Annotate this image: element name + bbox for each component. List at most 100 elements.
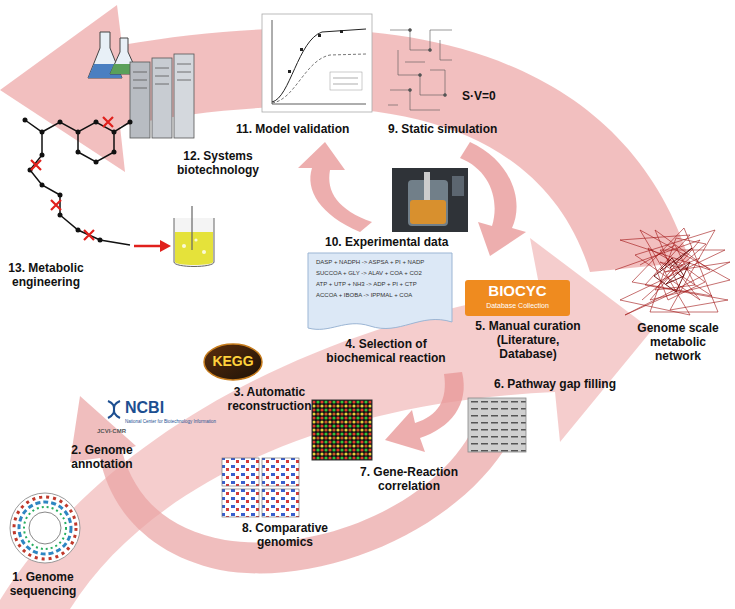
kegg-logo (204, 344, 262, 380)
bioreactor-photo (392, 168, 468, 232)
genome-map-part (24, 507, 66, 549)
genome-map-part (10, 493, 80, 563)
logo-text: NCBI (125, 399, 164, 417)
validation-plot-part (272, 29, 366, 102)
pathway-map-part (390, 90, 440, 110)
ncbi-logo-part (108, 401, 120, 418)
culture-beaker-part (191, 206, 192, 250)
step-label: 3. Automatic reconstruction (222, 386, 317, 414)
validation-plot-part (300, 48, 303, 51)
pathway-map-part (444, 94, 447, 97)
engineered-pathway-part (134, 245, 162, 248)
validation-plot-part (272, 20, 273, 104)
genome-map-part (14, 497, 76, 559)
engineered-pathway (23, 117, 172, 252)
microarray-image (312, 400, 372, 460)
culture-beaker-part (202, 250, 206, 254)
step-label: 8. Comparative genomics (236, 522, 334, 550)
network-graph (615, 228, 730, 315)
step-label: 2. Genome annotation (64, 444, 140, 472)
pathway-map-part (429, 49, 432, 52)
engineered-pathway-part (40, 130, 45, 135)
server-racks-part (130, 62, 150, 138)
reaction-text: DASP + NADPH -> ASPSA + PI + NADP (316, 259, 424, 266)
logo-text: National Center for Biotechnology Inform… (125, 419, 216, 424)
validation-plot-part (272, 54, 366, 103)
server-racks-part (174, 54, 194, 138)
reaction-text: ATP + UTP + NH3 -> ADP + PI + CTP (316, 281, 417, 288)
gel-image (468, 398, 526, 452)
culture-beaker (174, 206, 214, 267)
validation-plot-part (333, 84, 358, 85)
validation-plot-part (330, 72, 362, 90)
validation-plot-part (318, 34, 321, 37)
engineered-pathway-part (58, 213, 63, 218)
validation-plot-part (288, 70, 291, 73)
step-label: 10. Experimental data (325, 236, 448, 250)
logo-text: Database Collection (465, 302, 570, 310)
bioreactor-photo-part (452, 176, 464, 196)
step-label: 11. Model validation (236, 123, 349, 137)
engineered-pathway-part (40, 183, 45, 188)
engineered-pathway-part (160, 240, 171, 252)
step-label: 1. Genome sequencing (4, 571, 82, 599)
loop-arrow (70, 396, 520, 573)
server-racks-part (152, 58, 172, 138)
ncbi-logo (108, 401, 120, 418)
validation-plot-part (333, 78, 358, 79)
gap-arrow (385, 372, 464, 452)
network-graph-part (654, 248, 692, 292)
engineered-pathway-part (76, 130, 81, 135)
engineered-pathway-part (58, 120, 63, 125)
engineered-pathway-part (76, 150, 81, 155)
reaction-document (308, 253, 452, 329)
pathway-map-part (388, 40, 452, 105)
equation-text: S·V=0 (462, 90, 496, 104)
cycle-arrows (0, 5, 690, 609)
engineered-pathway-part (31, 117, 113, 240)
pathway-map-part (409, 29, 412, 32)
validation-arrow (298, 142, 372, 232)
pathway-map-part (398, 50, 445, 95)
pathway-map (388, 29, 452, 111)
network-label: Genome scale metabolic network (626, 322, 730, 363)
network-graph-part (632, 228, 718, 312)
reaction-text: SUCCOA + GLY -> ALAV + COA + CO2 (316, 270, 422, 277)
comparative-genomics-image-part (262, 458, 299, 486)
comparative-genomics-image (222, 458, 299, 517)
step-label: 5. Manual curation (Literature, Database… (468, 320, 588, 361)
engineered-pathway-part (23, 118, 28, 123)
validation-plot-part (262, 14, 372, 112)
top-arrow (0, 5, 690, 272)
bioreactor-photo-part (392, 168, 468, 232)
main-arrow (0, 238, 652, 609)
step-label: 4. Selection of biochemical reaction (316, 338, 456, 366)
server-racks (130, 54, 194, 138)
server-racks-part (133, 64, 191, 88)
logo-text: KEGG (208, 353, 258, 369)
culture-beaker-part (174, 218, 214, 267)
step-label: 12. Systems biotechnology (168, 150, 268, 178)
logo-text: JCVI·CMR (97, 428, 126, 435)
engineered-pathway-part (112, 130, 117, 135)
engineered-pathway-part (40, 153, 45, 158)
pathway-map-part (390, 30, 452, 50)
logo-text: BIOCYC (465, 282, 570, 299)
ncbi-logo-part (108, 401, 120, 418)
pathway-map-part (409, 89, 412, 92)
network-graph-part (615, 230, 730, 315)
comparative-genomics-image-part (222, 489, 259, 517)
comparative-genomics-image-part (222, 458, 259, 486)
validation-plot-part (340, 30, 343, 33)
engineered-pathway-part (58, 193, 63, 198)
step-label: 9. Static simulation (388, 123, 497, 137)
validation-plot (262, 14, 372, 112)
engineered-pathway-part (112, 150, 117, 155)
genome-map (10, 493, 80, 563)
engineered-pathway-part (98, 238, 103, 243)
engineered-pathway-part (25, 120, 130, 245)
step-label: 6. Pathway gap filling (494, 378, 616, 392)
simulation-arrow (460, 142, 526, 256)
